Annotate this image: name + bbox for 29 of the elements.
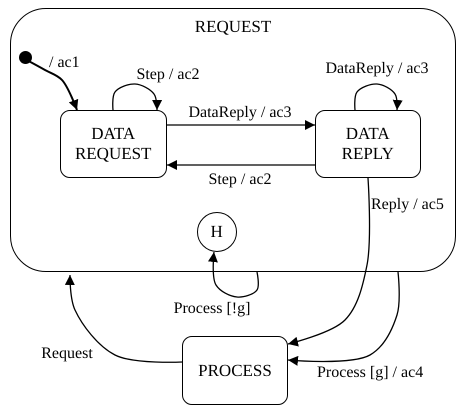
- state-name: DATA REPLY: [340, 124, 395, 164]
- state-name: PROCESS: [197, 360, 273, 380]
- edge-label: Reply / ac5: [370, 196, 445, 214]
- transition-arrow: [167, 160, 315, 170]
- edge-label: Process [!g]: [172, 300, 252, 318]
- transition-arrow: [288, 178, 370, 346]
- edge-label: DataReply / ac3: [187, 104, 293, 122]
- transition-arrow: [167, 120, 315, 130]
- transition-arrow: [64, 275, 182, 363]
- history-state-circle: [196, 212, 237, 252]
- transition-arrow: [208, 252, 259, 298]
- state-box: [60, 110, 167, 178]
- edge-label: / ac1: [48, 54, 81, 72]
- transition-arrow: [29, 60, 78, 110]
- superstate-title: REQUEST: [194, 17, 272, 37]
- state-name: H: [210, 222, 224, 242]
- state-box: [182, 336, 288, 405]
- state-name: DATA REQUEST: [74, 124, 152, 164]
- state-box: [314, 110, 421, 178]
- edge-label: Step / ac2: [207, 171, 273, 189]
- edge-label: Step / ac2: [135, 66, 201, 84]
- initial-state-dot: [18, 50, 32, 64]
- superstate-box: [10, 8, 456, 272]
- edge-label: DataReply / ac3: [324, 60, 430, 78]
- edge-label: Process [g] / ac4: [316, 364, 424, 382]
- edge-label: Request: [40, 345, 94, 363]
- self-transition-arrow: [354, 83, 403, 110]
- self-transition-arrow: [112, 83, 162, 110]
- transition-arrow: [288, 272, 400, 366]
